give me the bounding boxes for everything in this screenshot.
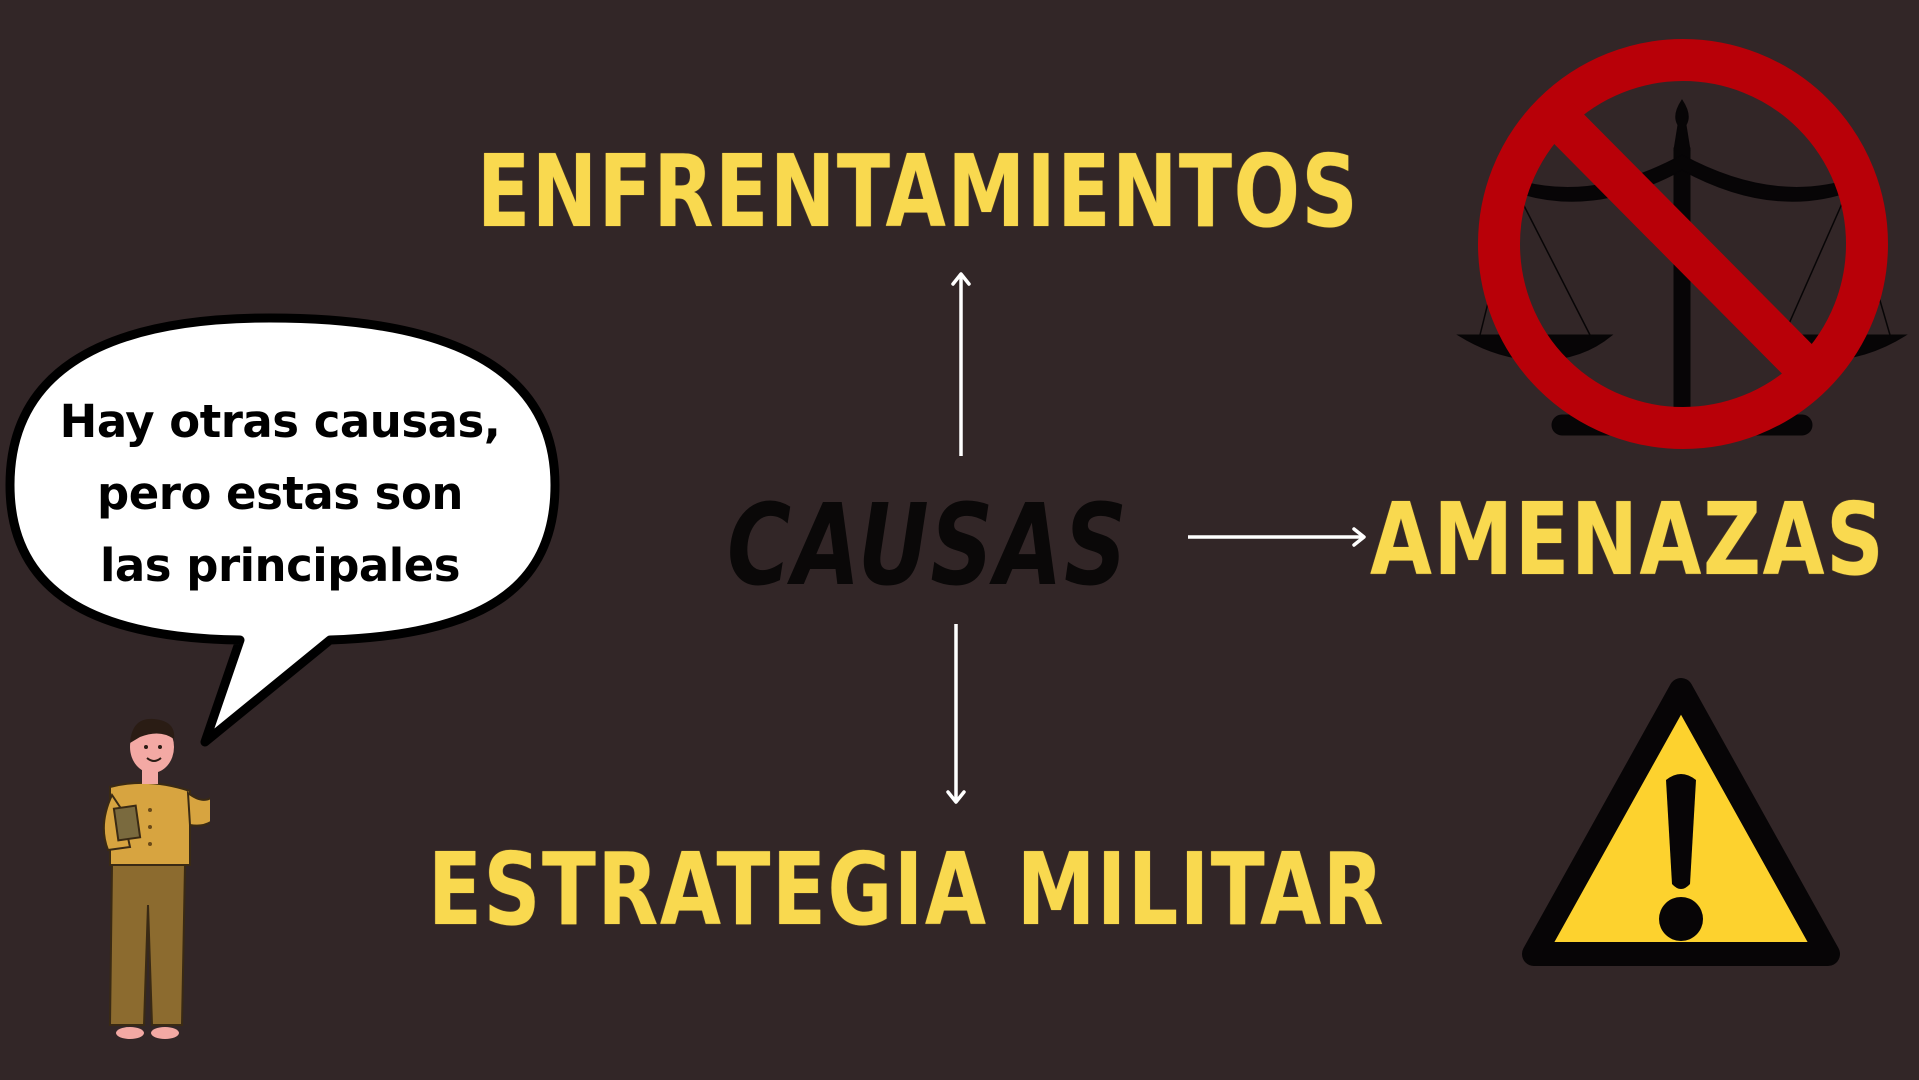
branch-label-enfrentamientos: ENFRENTAMIENTOS <box>477 133 1360 250</box>
forbidden-scales-icon <box>1456 39 1908 449</box>
arrow-down <box>946 624 966 804</box>
warning-triangle-icon <box>1522 678 1840 966</box>
teacher-illustration-icon <box>102 718 210 1039</box>
speech-bubble-shape <box>5 313 560 747</box>
bubble-line-2: pero estas son <box>97 467 463 520</box>
bubble-line-1: Hay otras causas, <box>59 395 501 448</box>
arrow-right <box>1188 527 1366 547</box>
arrow-up <box>951 272 971 456</box>
center-label-causas: CAUSAS <box>727 481 1129 611</box>
bubble-line-3: las principales <box>99 539 461 592</box>
speech-bubble: Hay otras causas, pero estas son las pri… <box>0 310 570 750</box>
branch-label-amenazas: AMENAZAS <box>1370 481 1886 598</box>
branch-label-estrategia-militar: ESTRATEGIA MILITAR <box>428 831 1386 948</box>
speech-bubble-text: Hay otras causas, pero estas son las pri… <box>20 386 540 602</box>
